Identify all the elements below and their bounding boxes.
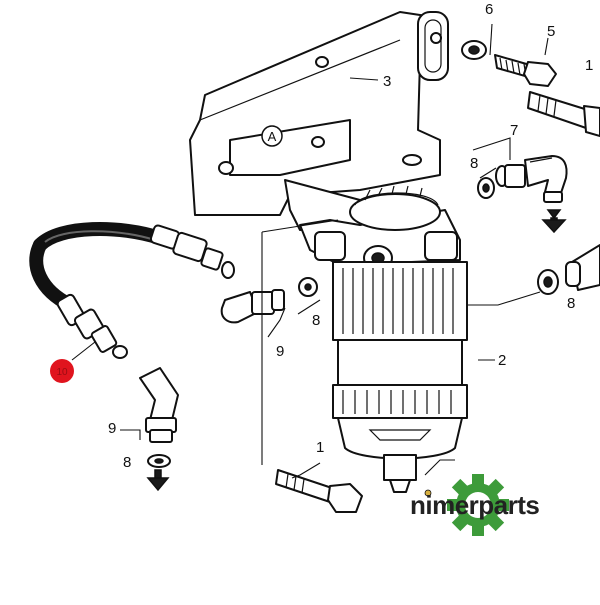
reference-a-label: A [268, 129, 277, 144]
washer-6 [461, 40, 487, 60]
brand-gear-logo [447, 474, 509, 536]
callout-9-mid: 9 [276, 343, 284, 360]
flow-arrow-right [541, 209, 567, 234]
filter-bowl-2 [332, 261, 468, 497]
side-fitting-right [537, 244, 600, 295]
bolt-1-bottom [275, 469, 363, 513]
fuel-hose [29, 222, 167, 312]
callout-6: 6 [485, 1, 493, 18]
brand-name: nimerparts [410, 490, 540, 520]
callout-8-top: 8 [470, 155, 478, 172]
hose-end-fitting-top [149, 224, 235, 279]
elbow-fitting-9-left [139, 367, 179, 443]
hose-end-fitting-bottom [56, 293, 128, 359]
flow-arrow-left [146, 469, 170, 492]
callout-8-left: 8 [123, 454, 131, 471]
washer-8-top [477, 177, 495, 199]
callout-1-bottom: 1 [316, 439, 324, 456]
elbow-fitting-7 [495, 155, 568, 203]
bolt-5 [494, 54, 557, 87]
callout-1-top: 1 [585, 57, 593, 74]
callout-2: 2 [498, 352, 506, 369]
highlight-marker-10: 10 [50, 359, 74, 383]
callout-8-mid: 8 [312, 312, 320, 329]
washer-8-mid [298, 277, 318, 297]
callout-10: 10 [56, 367, 68, 378]
mounting-bracket [189, 11, 441, 216]
elbow-fitting-9-mid [220, 289, 285, 324]
bolt-1-top [527, 91, 600, 137]
slot-plate [417, 11, 449, 81]
callout-5: 5 [547, 23, 555, 40]
leader-lines [71, 23, 549, 479]
filter-head [284, 179, 461, 271]
callout-9-left: 9 [108, 420, 116, 437]
callout-7: 7 [510, 122, 518, 139]
callout-3: 3 [383, 73, 391, 90]
washer-8-left [147, 454, 171, 468]
callout-8-right: 8 [567, 295, 575, 312]
reference-marker-a: A [261, 125, 283, 147]
